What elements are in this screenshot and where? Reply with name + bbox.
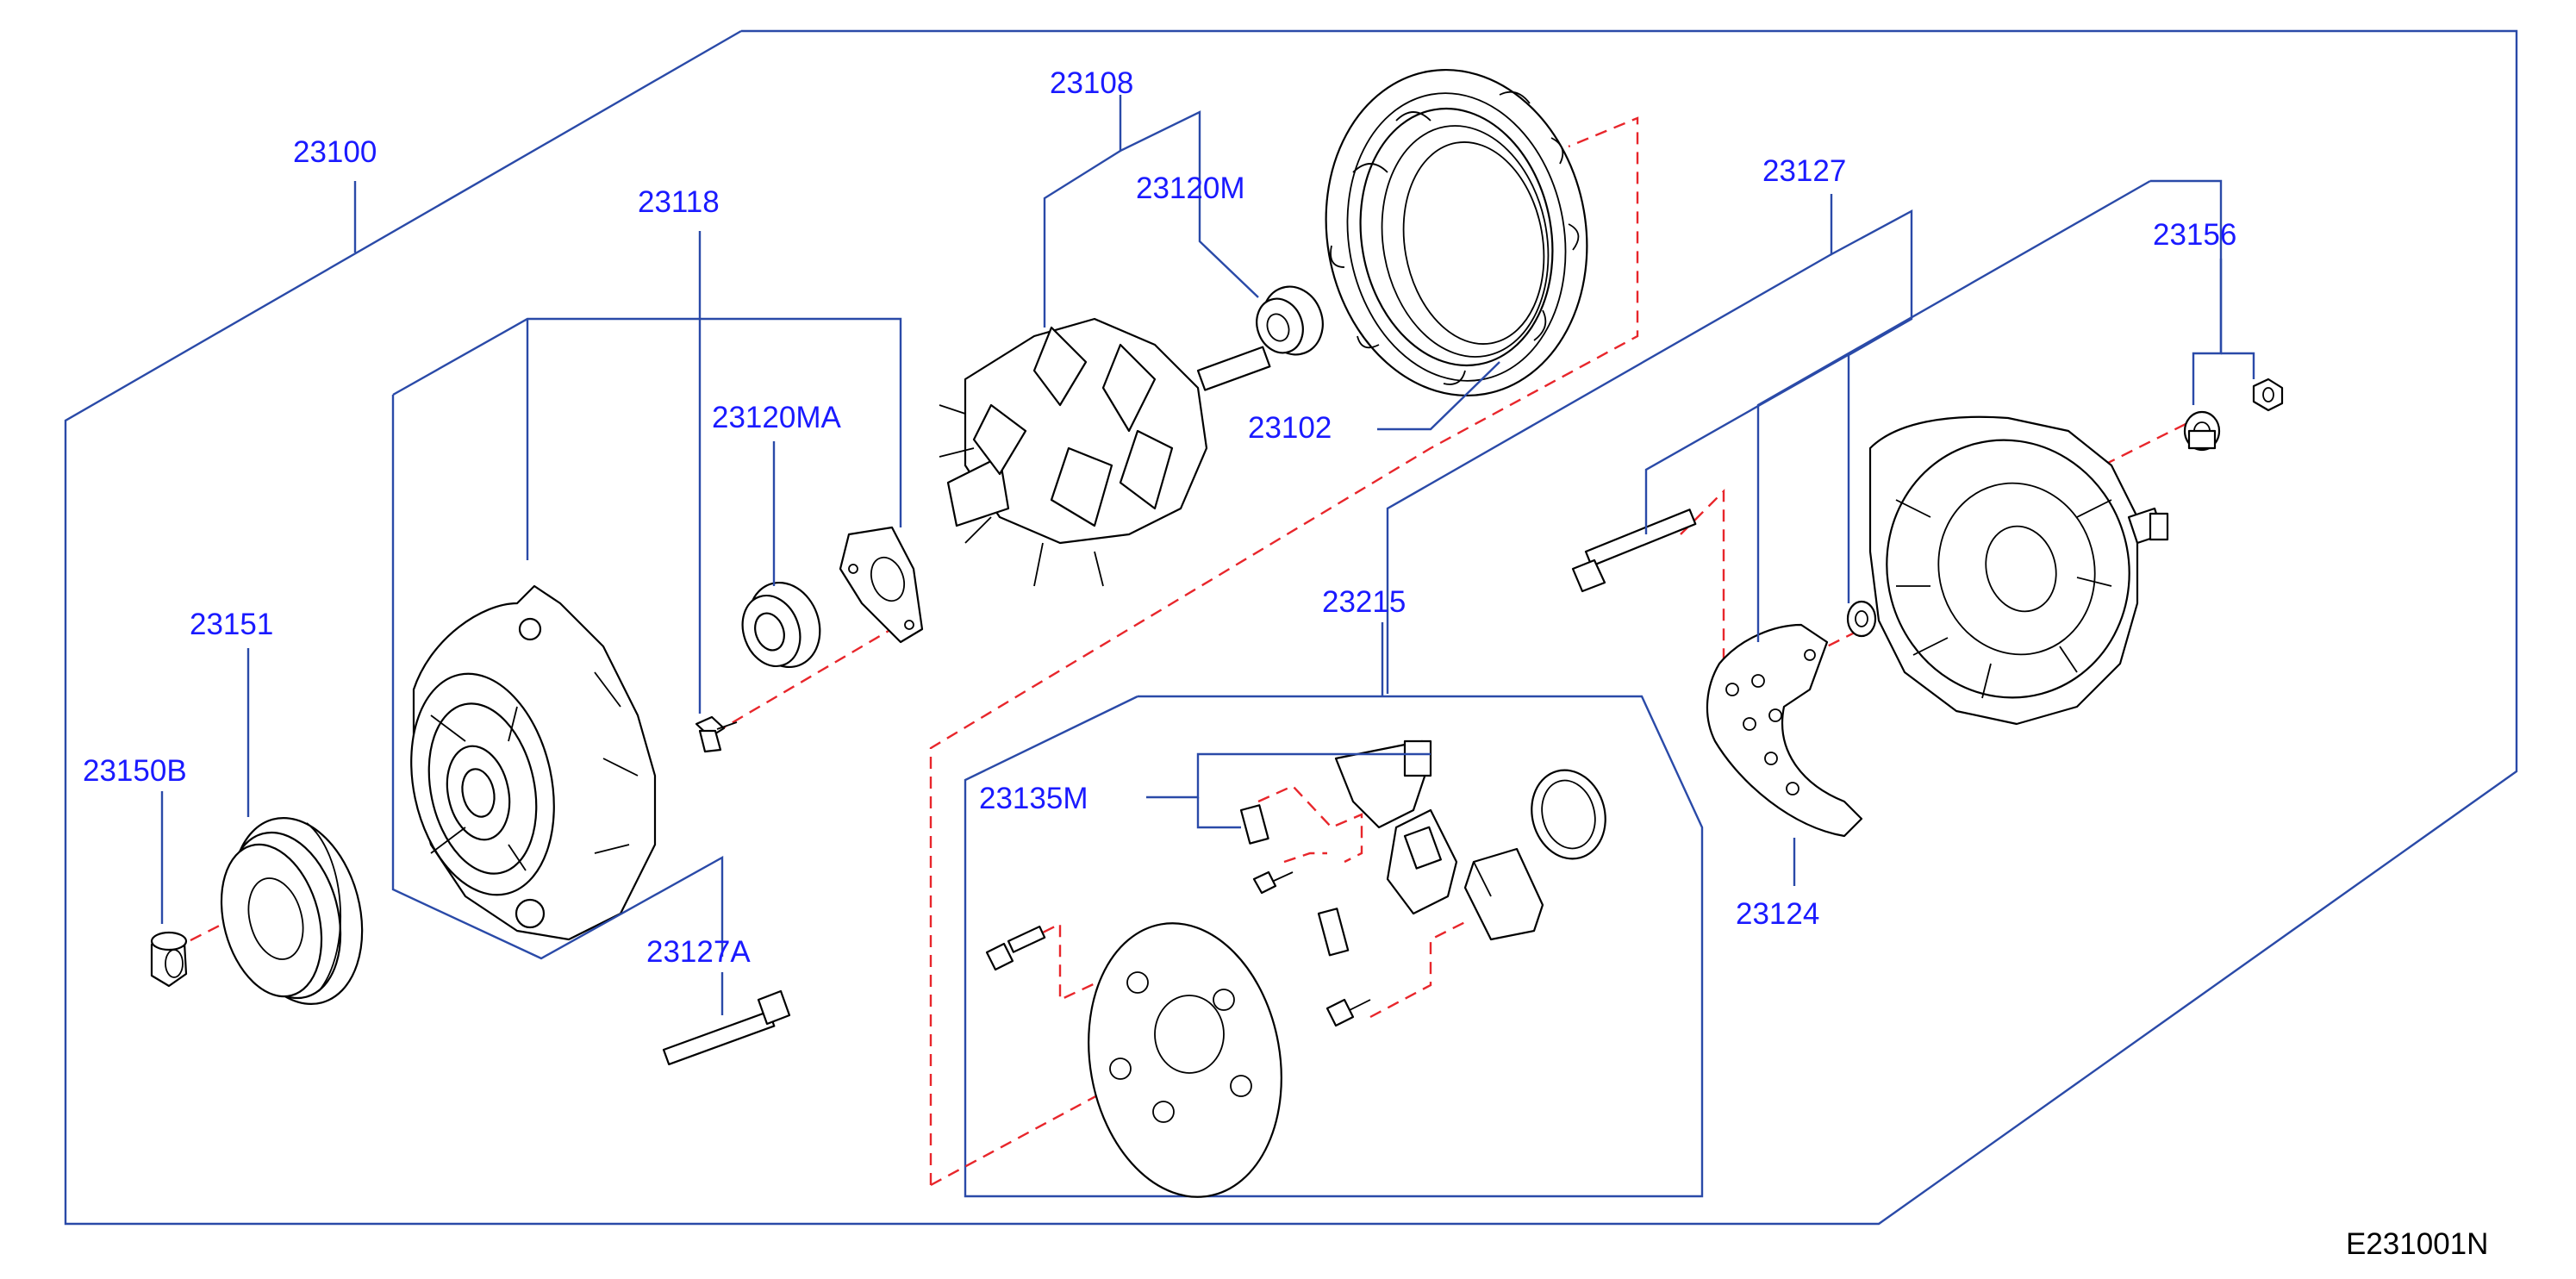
assembly-outline-23100 [64,29,2518,1226]
terminal-bracket [1334,739,1432,829]
rear-housing [1868,415,2169,726]
callout-23135m: 23135M [979,782,1088,815]
terminal-nut-23156 [2252,377,2284,412]
callout-23100: 23100 [293,135,377,169]
front-housing [410,584,657,941]
callout-23118: 23118 [638,185,720,219]
small-screws [985,870,1371,1027]
callout-23120m: 23120M [1136,172,1244,205]
front-bearing-23120ma [741,581,821,669]
brush-small [1239,804,1350,957]
diode-plate-23124 [1706,623,1863,838]
assembly-outline-23215 [964,695,1704,1198]
insulator-ring [1531,769,1606,860]
rotor-23108 [939,317,1271,587]
callout-23150b: 23150B [83,754,187,788]
callout-23108: 23108 [1050,66,1133,100]
callout-23102: 23102 [1248,411,1332,445]
callout-23151: 23151 [190,608,273,641]
callout-23120ma: 23120MA [712,401,841,434]
through-bolt-23127 [1571,508,1697,593]
regulator-module [1463,847,1544,941]
callout-23215: 23215 [1322,585,1406,619]
screw-23118 [695,715,738,753]
callout-23127: 23127 [1762,154,1846,188]
callout-23156: 23156 [2153,218,2236,252]
leader-lines [160,95,2255,1015]
brush-holder [1386,808,1458,915]
bearing-retainer-plate [839,526,924,644]
callout-23127a: 23127A [646,935,751,969]
rear-bearing-23120m [1256,285,1324,356]
diagram-code: E231001N [2346,1227,2488,1261]
cover-plate [1088,922,1282,1198]
bolt-23127a [662,989,791,1066]
terminal-bushing [2183,410,2221,452]
pulley-nut-23150b [150,931,188,988]
pulley-23151 [220,817,364,1005]
washer [1846,600,1877,638]
stator-23102 [1325,68,1588,397]
callout-23124: 23124 [1736,897,1819,931]
